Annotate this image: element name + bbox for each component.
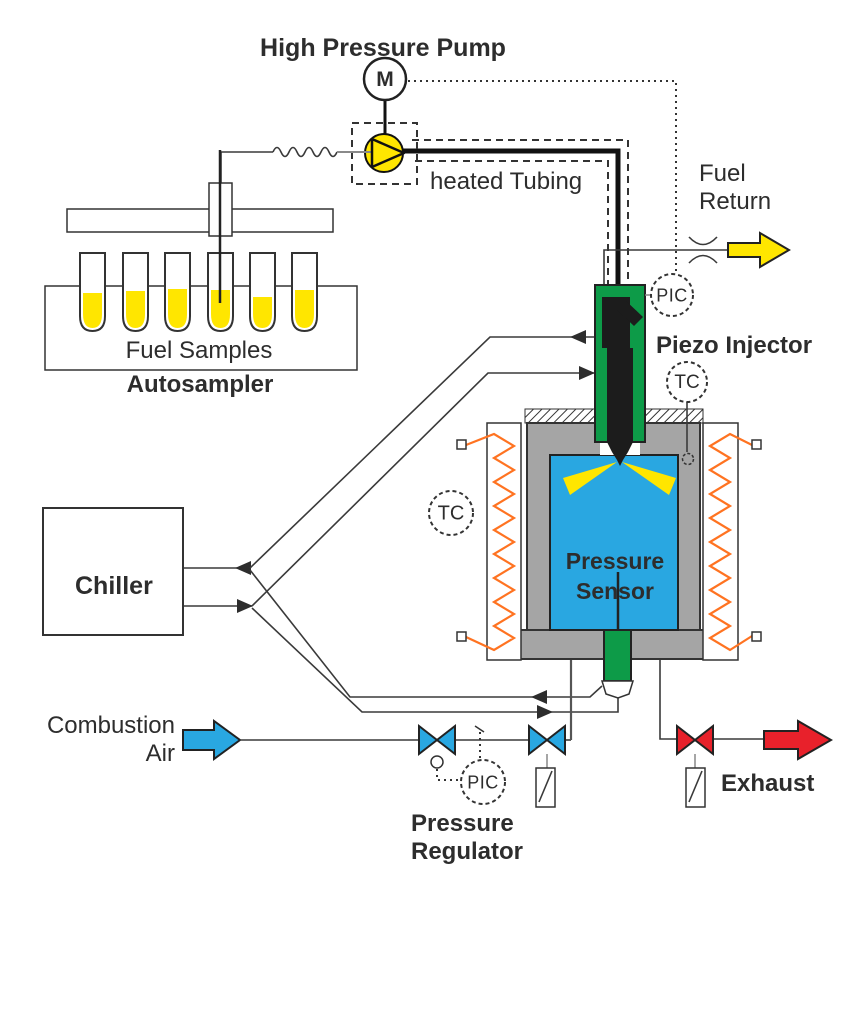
autosampler-unit [44,150,358,371]
pic-air-label: PIC [467,772,499,793]
pic-fuel-label: PIC [656,285,688,306]
combustion-air-line [182,620,573,761]
heater-terminal-icon [456,439,467,450]
exhaust-arrow-icon [763,719,834,761]
heater-terminal-icon [751,439,762,450]
injector-coolant-supply-arrow [579,366,595,380]
injector-needle-body [607,348,633,466]
high-pressure-pump-unit [337,56,408,173]
sensor-coolant-return-arrow [531,690,547,704]
autosampler-arm [66,208,334,233]
pic-fuel-instrument-icon [650,273,694,317]
tc-top-instrument-icon [666,361,708,403]
pic-air-tap [474,725,485,760]
piezo-injector-label: Piezo Injector [656,332,813,359]
flow-arrow-from-chiller [237,599,253,613]
chiller-box [42,507,184,636]
motor-label: M [376,68,394,91]
fuel-return-line [603,231,791,287]
sample-tube [249,252,276,333]
heater-left [456,422,522,661]
instrument-bubbles [428,273,708,805]
motor-signal-line [408,80,677,273]
pressure-regulator-valve [418,723,460,781]
flow-meter-icon [685,767,706,808]
pressure-sensor-assembly [600,572,635,699]
tc-side-label: TC [437,502,465,525]
heated-tubing-boundary-inner [415,160,609,290]
fuel-spray-left-icon [563,462,617,495]
valve-bowtie-icon [676,723,714,757]
valve-bowtie-icon [418,723,456,757]
chiller-label: Chiller [75,572,153,600]
heater-coil-right-icon [707,432,753,652]
piezo-injector-body [563,284,676,495]
heater-coil-left-icon [465,432,517,652]
high-pressure-pump-label: High Pressure Pump [260,34,506,62]
heater-terminal-icon [751,631,762,642]
air-shutoff-valve [528,723,566,808]
sample-tube [79,252,106,333]
flow-meter-icon [535,767,556,808]
motor-icon [362,56,408,102]
sensor-body [603,629,632,682]
suction-line [220,146,368,186]
heated-fuel-line [351,122,629,290]
sample-tube [164,252,191,333]
pressure-sensor-label: Pressure Sensor [565,548,665,604]
pump-dashed-box [351,122,418,185]
restrictor-valve-icon [688,236,718,264]
heater-right [702,422,762,661]
tc-probe-tip-icon [681,452,695,466]
flex-coil-line [272,146,338,158]
autosampler-label: Autosampler [126,371,274,398]
combustion-air-arrow-icon [182,719,242,761]
pic-air-instrument-icon [460,759,506,805]
fuel-return-label: Fuel Return [699,160,772,215]
sample-tube [291,252,318,333]
exhaust-label: Exhaust [721,770,815,797]
fuel-spray-right-icon [622,462,676,495]
sensor-coolant-supply-arrow [537,705,553,719]
injector-coolant-return-arrow [570,330,586,344]
sample-tube [122,252,149,333]
heater-terminal-icon [456,631,467,642]
sensor-tip [600,680,635,699]
fuel-return-arrow-icon [727,231,791,269]
tc-side-instrument-icon [428,490,474,536]
fuel-samples-label: Fuel Samples [125,337,273,364]
tc-top-label: TC [674,372,700,393]
injector-inlet-stub [615,299,643,326]
combustion-air-label: Combustion Air [46,712,175,767]
heated-tubing-boundary-outer [412,139,629,287]
pressure-regulator-label: Pressure Regulator [411,810,524,865]
flow-arrow-to-chiller [235,561,251,575]
exhaust-line [659,659,834,761]
exhaust-valve [676,723,714,808]
chiller-loop-lines [183,330,619,719]
valve-actuator-icon [430,755,444,769]
valve-bowtie-icon [528,723,566,757]
heated-tubing-label: heated Tubing [430,168,583,195]
